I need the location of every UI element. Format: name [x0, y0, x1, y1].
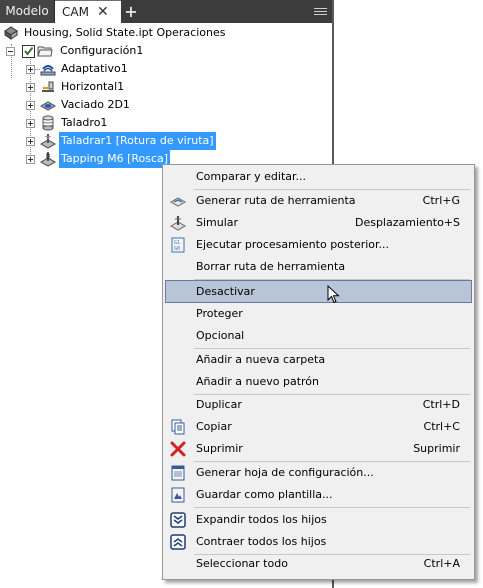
menu-item-expandir-hijos[interactable]: Expandir todos los hijos — [165, 509, 472, 531]
menu-item-opcional[interactable]: Opcional — [165, 325, 472, 347]
menu-item-shortcut: Suprimir — [413, 442, 460, 455]
horizontal-icon — [42, 81, 54, 92]
menu-separator — [194, 279, 470, 280]
menu-item-nuevo-patron[interactable]: Añadir a nuevo patrón — [165, 371, 472, 393]
menu-item-generar-ruta[interactable]: Generar ruta de herramienta Ctrl+G — [165, 190, 472, 212]
menu-separator — [194, 507, 470, 508]
menu-item-shortcut: Ctrl+A — [423, 557, 460, 570]
expand-icon[interactable] — [26, 65, 35, 74]
tree-connector — [30, 69, 40, 70]
menu-item-duplicar[interactable]: Duplicar Ctrl+D — [165, 394, 472, 416]
collapse-icon[interactable] — [6, 47, 15, 56]
expand-icon[interactable] — [26, 155, 35, 164]
add-tab-button[interactable]: + — [124, 2, 138, 21]
drill-chip-break-icon — [40, 134, 56, 149]
menu-icon-gutter — [163, 165, 190, 579]
svg-text:G0: G0 — [174, 246, 180, 252]
tab-modelo[interactable]: Modelo — [0, 0, 55, 23]
menu-item-label: Seleccionar todo — [196, 557, 288, 570]
tapping-icon — [40, 152, 56, 167]
mouse-cursor-icon — [327, 285, 340, 304]
menu-item-shortcut: Desplazamiento+S — [354, 216, 460, 229]
adaptive-icon — [40, 65, 56, 76]
menu-item-borrar-ruta[interactable]: Borrar ruta de herramienta — [165, 256, 472, 278]
menu-item-label: Generar ruta de herramienta — [196, 194, 356, 207]
tree-item-label: Horizontal1 — [61, 80, 125, 93]
menu-separator — [194, 461, 470, 462]
setup-sheet-icon — [171, 465, 185, 481]
menu-item-shortcut: Ctrl+D — [422, 398, 460, 411]
tree-root-label: Housing, Solid State.ipt Operaciones — [24, 26, 226, 39]
expand-icon[interactable] — [26, 137, 35, 146]
menu-item-label: Expandir todos los hijos — [196, 513, 327, 526]
tree-item-label: Adaptativo1 — [61, 62, 128, 75]
menu-item-comparar-editar[interactable]: Comparar y editar... — [165, 166, 472, 188]
tree-connector — [11, 44, 12, 78]
menu-item-label: Guardar como plantilla... — [196, 488, 333, 501]
post-process-icon: G1 G0 — [171, 237, 185, 253]
expand-all-icon — [170, 512, 186, 528]
menu-separator — [194, 554, 470, 555]
menu-item-label: Desactivar — [196, 285, 255, 298]
menu-item-post-proceso[interactable]: G1 G0 Ejecutar procesamiento posterior..… — [165, 234, 472, 256]
menu-item-suprimir[interactable]: Suprimir Suprimir — [165, 438, 472, 460]
menu-item-label: Generar hoja de configuración... — [196, 466, 374, 479]
expand-icon[interactable] — [26, 101, 35, 110]
setup-checkbox[interactable] — [22, 45, 35, 58]
cam-operations-icon — [4, 26, 18, 40]
menu-item-contraer-hijos[interactable]: Contraer todos los hijos — [165, 531, 472, 553]
svg-text:G1: G1 — [174, 240, 180, 246]
tab-cam[interactable]: CAM ✕ — [55, 0, 121, 24]
menu-item-label: Ejecutar procesamiento posterior... — [196, 238, 390, 251]
menu-item-label: Borrar ruta de herramienta — [196, 260, 346, 273]
tree-setup-label: Configuración1 — [60, 44, 144, 57]
setup-folder-icon — [37, 46, 53, 57]
menu-item-desactivar[interactable]: Desactivar — [165, 280, 472, 303]
menu-item-label: Comparar y editar... — [196, 170, 306, 183]
menu-item-copiar[interactable]: Copiar Ctrl+C — [165, 416, 472, 438]
expand-icon[interactable] — [26, 83, 35, 92]
tab-cam-label: CAM — [62, 5, 89, 19]
menu-item-guardar-plantilla[interactable]: Guardar como plantilla... — [165, 484, 472, 506]
collapse-all-icon — [170, 534, 186, 550]
menu-item-hoja-configuracion[interactable]: Generar hoja de configuración... — [165, 462, 472, 484]
expand-icon[interactable] — [26, 119, 35, 128]
menu-item-proteger[interactable]: Proteger — [165, 303, 472, 325]
browser-tab-bar: Modelo CAM ✕ + — [0, 0, 333, 24]
save-template-icon — [171, 487, 185, 503]
generate-toolpath-icon — [170, 197, 186, 207]
menu-item-shortcut: Ctrl+G — [422, 194, 460, 207]
menu-item-label: Suprimir — [196, 442, 243, 455]
copy-icon — [171, 419, 185, 435]
close-icon[interactable]: ✕ — [97, 4, 109, 20]
menu-item-label: Añadir a nuevo patrón — [196, 375, 319, 388]
menu-item-label: Proteger — [196, 307, 243, 320]
menu-item-label: Añadir a nueva carpeta — [196, 353, 326, 366]
tree-item-label: Tapping M6 [Rosca] — [59, 150, 171, 168]
menu-item-label: Copiar — [196, 420, 232, 433]
menu-item-shortcut: Ctrl+C — [423, 420, 460, 433]
menu-item-label: Simular — [196, 216, 239, 229]
menu-item-label: Duplicar — [196, 398, 242, 411]
hamburger-menu-icon[interactable] — [314, 6, 327, 17]
menu-separator — [194, 189, 470, 190]
menu-item-label: Opcional — [196, 329, 245, 342]
tree-item-label: Vaciado 2D1 — [61, 98, 130, 111]
tree-item-label: Taladrar1 [Rotura de viruta] — [59, 132, 216, 150]
simulate-icon — [170, 216, 186, 231]
tree-item-label: Taladro1 — [61, 116, 108, 129]
menu-separator — [194, 394, 470, 395]
menu-item-label: Contraer todos los hijos — [196, 535, 327, 548]
menu-item-nueva-carpeta[interactable]: Añadir a nueva carpeta — [165, 349, 472, 371]
drill-icon — [42, 115, 54, 131]
delete-icon — [170, 441, 186, 457]
context-menu: Comparar y editar... Generar ruta de her… — [162, 164, 475, 580]
pocket-2d-icon — [40, 101, 56, 111]
menu-separator — [194, 348, 470, 349]
menu-item-seleccionar-todo[interactable]: Seleccionar todo Ctrl+A — [165, 553, 472, 575]
menu-item-simular[interactable]: Simular Desplazamiento+S — [165, 212, 472, 234]
